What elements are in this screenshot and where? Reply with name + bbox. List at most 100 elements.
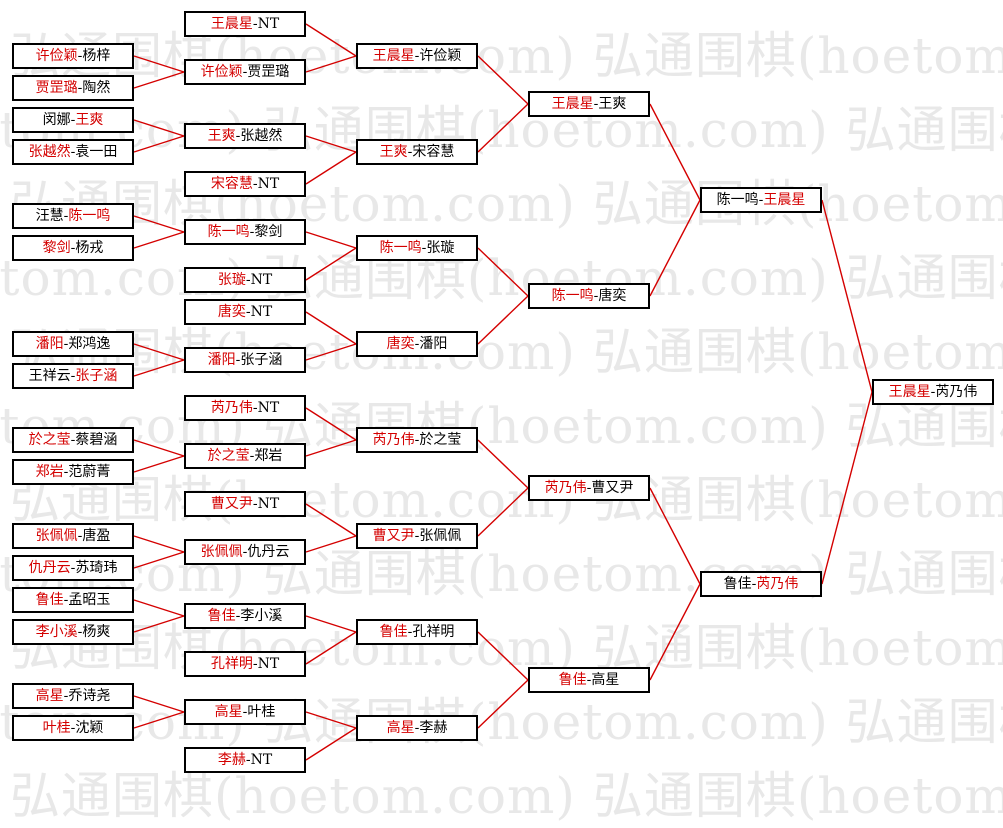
connector-line: [305, 247, 357, 281]
match-box[interactable]: 於之莹-蔡碧涵: [12, 427, 134, 453]
connector-line: [133, 439, 185, 457]
separator: -: [252, 176, 258, 192]
match-box[interactable]: 仇丹云-苏琦玮: [12, 555, 134, 581]
match-box[interactable]: 叶桂-沈颖: [12, 715, 134, 741]
player-one: 王晨星: [888, 384, 931, 400]
separator: -: [77, 528, 83, 544]
match-box[interactable]: 王晨星-许俭颖: [356, 43, 478, 69]
player-two: 杨梓: [82, 48, 111, 64]
connector-line: [133, 599, 185, 617]
player-one: 孔祥明: [210, 656, 253, 672]
player-two: 王爽: [598, 96, 627, 112]
connector-line: [305, 711, 357, 729]
player-two: 蔡碧涵: [75, 432, 118, 448]
match-box[interactable]: 张越然-袁一田: [12, 139, 134, 165]
player-one: 高星: [214, 704, 243, 720]
player-one: 张璇: [217, 272, 246, 288]
match-box[interactable]: 鲁佳-李小溪: [184, 603, 306, 629]
connector-line: [305, 727, 357, 761]
player-one: 鲁佳: [207, 608, 236, 624]
match-box[interactable]: 张璇-NT: [184, 267, 306, 293]
player-two: 李赫: [419, 720, 448, 736]
match-box[interactable]: 许俭颖-贾罡璐: [184, 59, 306, 85]
match-box[interactable]: 高星-叶桂: [184, 699, 306, 725]
match-box[interactable]: 潘阳-郑鸿逸: [12, 331, 134, 357]
connector-line: [477, 55, 529, 105]
connector-line: [133, 551, 185, 569]
match-box[interactable]: 黎剑-杨戎: [12, 235, 134, 261]
match-box[interactable]: 陈一鸣-王晨星: [700, 187, 822, 213]
match-box[interactable]: 李小溪-杨爽: [12, 619, 134, 645]
match-box[interactable]: 张佩佩-唐盈: [12, 523, 134, 549]
player-two: 范蔚菁: [68, 464, 111, 480]
match-box[interactable]: 宋容慧-NT: [184, 171, 306, 197]
player-two: 陶然: [82, 80, 111, 96]
match-box[interactable]: 闵娜-王爽: [12, 107, 134, 133]
player-two: NT: [257, 496, 280, 512]
match-box[interactable]: 高星-乔诗尧: [12, 683, 134, 709]
player-one: 李小溪: [35, 624, 78, 640]
connector-line: [305, 135, 357, 153]
match-box[interactable]: 陈一鸣-张璇: [356, 235, 478, 261]
player-one: 鲁佳: [723, 576, 752, 592]
match-box[interactable]: 高星-李赫: [356, 715, 478, 741]
separator: -: [70, 144, 76, 160]
match-box[interactable]: 郑岩-范蔚菁: [12, 459, 134, 485]
match-box[interactable]: 王晨星-王爽: [528, 91, 650, 117]
match-box[interactable]: 鲁佳-高星: [528, 667, 650, 693]
player-two: 芮乃伟: [756, 576, 799, 592]
match-box[interactable]: 唐奕-NT: [184, 299, 306, 325]
separator: -: [242, 704, 248, 720]
separator: -: [235, 352, 241, 368]
match-box[interactable]: 鲁佳-芮乃伟: [700, 571, 822, 597]
connector-line: [477, 247, 529, 297]
separator: -: [70, 368, 76, 384]
match-box[interactable]: 王爽-宋容慧: [356, 139, 478, 165]
player-one: 高星: [386, 720, 415, 736]
match-box[interactable]: 曹又尹-张佩佩: [356, 523, 478, 549]
separator: -: [63, 336, 69, 352]
separator: -: [414, 720, 420, 736]
match-box[interactable]: 张佩佩-仇丹云: [184, 539, 306, 565]
separator: -: [414, 528, 420, 544]
separator: -: [407, 624, 413, 640]
match-box[interactable]: 潘阳-张子涵: [184, 347, 306, 373]
player-two: 陈一鸣: [68, 208, 111, 224]
match-box[interactable]: 王晨星-NT: [184, 11, 306, 37]
connector-line: [133, 695, 185, 713]
match-box[interactable]: 贾罡璐-陶然: [12, 75, 134, 101]
match-box[interactable]: 许俭颖-杨梓: [12, 43, 134, 69]
connector-line: [305, 407, 357, 441]
separator: -: [252, 496, 258, 512]
match-box[interactable]: 芮乃伟-於之莹: [356, 427, 478, 453]
connector-line: [649, 199, 701, 297]
connector-line: [305, 55, 357, 73]
player-one: 曹又尹: [372, 528, 415, 544]
match-box[interactable]: 鲁佳-孟昭玉: [12, 587, 134, 613]
player-one: 郑岩: [35, 464, 64, 480]
match-box[interactable]: 於之莹-郑岩: [184, 443, 306, 469]
player-two: 唐盈: [82, 528, 111, 544]
separator: -: [414, 336, 420, 352]
match-box[interactable]: 汪慧-陈一鸣: [12, 203, 134, 229]
separator: -: [586, 480, 592, 496]
player-two: 张佩佩: [419, 528, 462, 544]
match-box[interactable]: 鲁佳-孔祥明: [356, 619, 478, 645]
player-one: 王晨星: [372, 48, 415, 64]
match-box[interactable]: 陈一鸣-唐奕: [528, 283, 650, 309]
separator: -: [235, 608, 241, 624]
match-box[interactable]: 陈一鸣-黎剑: [184, 219, 306, 245]
match-box[interactable]: 李赫-NT: [184, 747, 306, 773]
match-box[interactable]: 唐奕-潘阳: [356, 331, 478, 357]
separator: -: [407, 144, 413, 160]
player-two: 郑鸿逸: [68, 336, 111, 352]
match-box[interactable]: 曹又尹-NT: [184, 491, 306, 517]
match-box[interactable]: 芮乃伟-曹又尹: [528, 475, 650, 501]
match-box[interactable]: 王晨星-芮乃伟: [872, 379, 994, 405]
match-box[interactable]: 王爽-张越然: [184, 123, 306, 149]
match-box[interactable]: 芮乃伟-NT: [184, 395, 306, 421]
match-box[interactable]: 王祥云-张子涵: [12, 363, 134, 389]
match-box[interactable]: 孔祥明-NT: [184, 651, 306, 677]
player-two: NT: [250, 304, 273, 320]
separator: -: [77, 80, 83, 96]
